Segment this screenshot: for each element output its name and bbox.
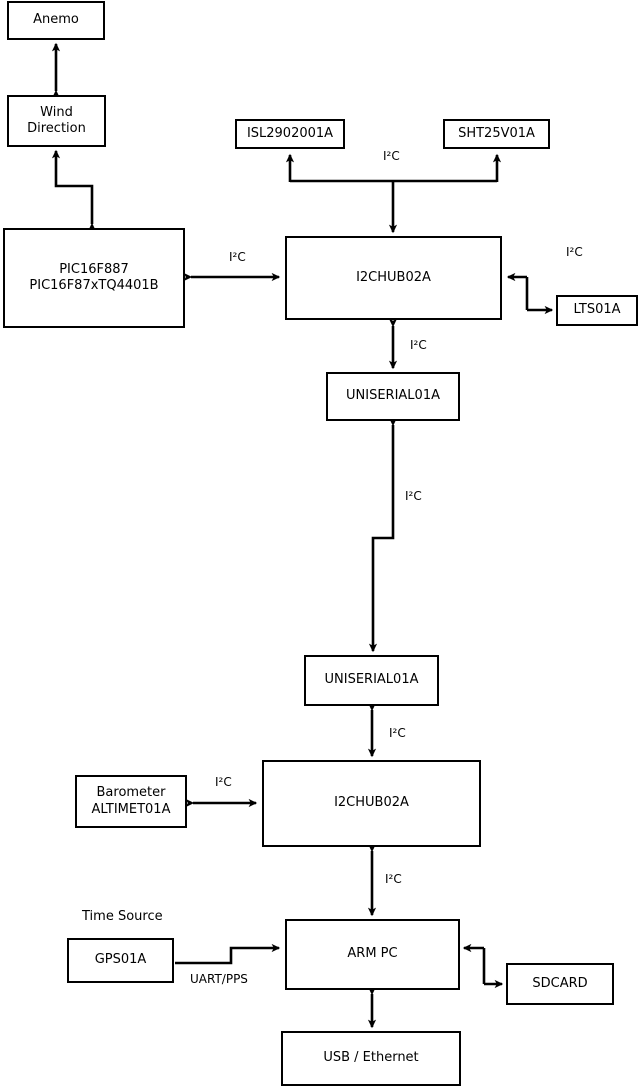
node-i2chub02a-top[interactable]: I2CHUB02A (285, 236, 502, 320)
node-uniserial01a-bottom[interactable]: UNISERIAL01A (304, 655, 439, 706)
node-uniserial01a-top[interactable]: UNISERIAL01A (326, 372, 460, 421)
node-isl2902001a[interactable]: ISL2902001A (235, 119, 345, 149)
node-sdcard[interactable]: SDCARD (506, 963, 614, 1005)
edge-label-i2c-uniserial-link: I²C (405, 489, 422, 503)
edge-label-i2c-arm-pc: I²C (385, 872, 402, 886)
wire-gps-armpc (175, 943, 281, 965)
wire-unitop-unibot (368, 417, 398, 653)
node-sht25v01a[interactable]: SHT25V01A (443, 119, 550, 149)
node-pic-mcu[interactable]: PIC16F887 PIC16F87xTQ4401B (3, 228, 185, 328)
edge-label-i2c-uniserial-top: I²C (410, 338, 427, 352)
node-lts01a[interactable]: LTS01A (556, 295, 638, 326)
edge-label-i2c-pic: I²C (229, 250, 246, 264)
node-usb-ethernet[interactable]: USB / Ethernet (281, 1031, 461, 1086)
edge-label-i2c-uniserial-bottom: I²C (389, 726, 406, 740)
node-i2chub02a-bottom[interactable]: I2CHUB02A (262, 760, 481, 847)
node-barometer-altimet01a[interactable]: Barometer ALTIMET01A (75, 775, 187, 828)
edge-label-i2c-barometer: I²C (215, 775, 232, 789)
node-arm-pc[interactable]: ARM PC (285, 919, 460, 990)
edge-label-i2c-sensors: I²C (383, 149, 400, 163)
node-wind-direction[interactable]: Wind Direction (7, 95, 106, 147)
node-gps01a[interactable]: GPS01A (67, 938, 174, 983)
label-time-source: Time Source (82, 909, 163, 924)
node-anemo[interactable]: Anemo (7, 1, 105, 40)
edge-label-i2c-lts: I²C (566, 245, 583, 259)
edge-label-uart-pps: UART/PPS (190, 972, 248, 986)
wire-wind-pic (51, 149, 97, 232)
